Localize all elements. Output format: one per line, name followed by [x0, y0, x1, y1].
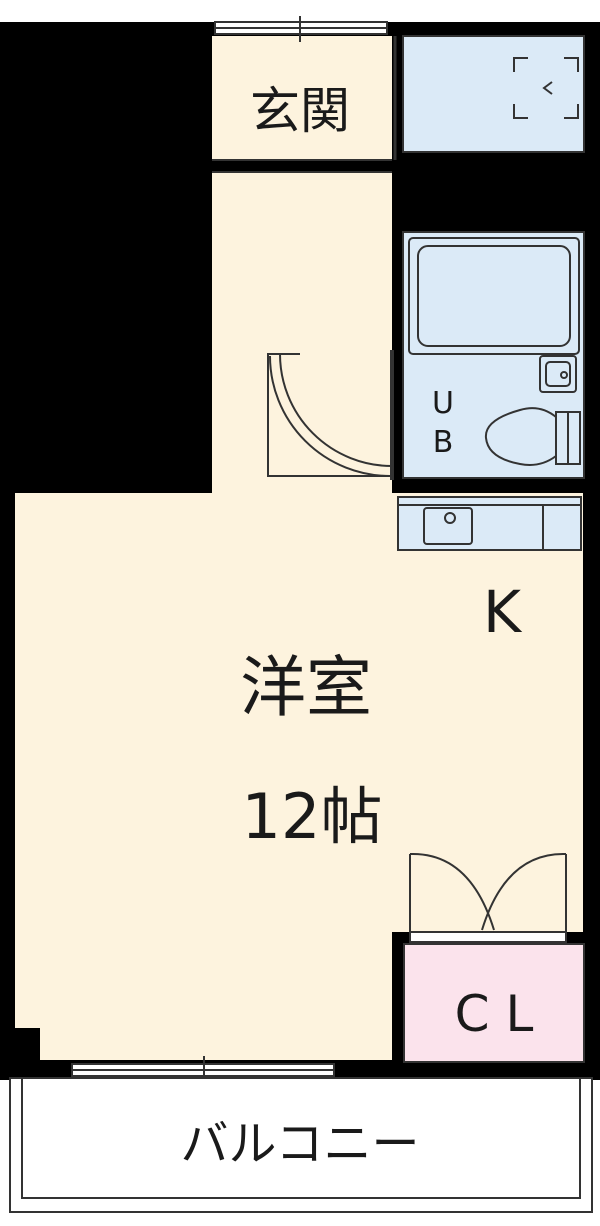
sink-bowl: [423, 507, 473, 545]
shoe-cabinet-corner-bl: [513, 104, 528, 119]
washbasin-bowl: [545, 361, 571, 387]
shoe-cabinet-icon: [402, 35, 585, 153]
shoe-cabinet-corner-br: [564, 104, 579, 119]
toilet-icon: [484, 407, 557, 466]
unit-bath-label-b: B: [433, 425, 454, 460]
western-room-label: 洋室: [240, 649, 372, 726]
unit-bath-label-u: U: [432, 386, 454, 421]
closet-door-right-arc: [481, 852, 567, 931]
bathtub-icon: [408, 237, 580, 355]
closet-doors: [409, 852, 567, 943]
washbasin-drain: [560, 371, 568, 379]
closet-outline: [403, 943, 585, 1063]
unit-bath-outline: [402, 231, 585, 479]
door-swing-icon: [267, 350, 394, 480]
bath-door-swing: [267, 353, 393, 477]
shoe-cabinet-arrow: [542, 81, 553, 95]
western-room-size: 12帖: [242, 780, 383, 853]
washbasin-icon: [539, 355, 577, 393]
shoe-cabinet-corner-tl: [513, 57, 528, 72]
shoe-cabinet-corner-tr: [564, 57, 579, 72]
closet-label: C L: [455, 985, 534, 1043]
entrance-door: [214, 16, 388, 42]
balcony-inner: [21, 1077, 581, 1199]
closet-rail: [409, 931, 567, 943]
shoe-cabinet-outline: [402, 35, 585, 153]
unit-bath-fixtures: [402, 231, 585, 479]
window-icon: [71, 1056, 335, 1084]
closet-floor: [404, 944, 584, 1062]
bath-door-arc: [269, 355, 391, 477]
genkan-edges: [212, 36, 397, 173]
sink-icon: [398, 504, 581, 550]
balcony-label: バルコニー: [180, 1116, 419, 1172]
sink-drain: [444, 512, 456, 524]
kitchen-label: K: [483, 578, 523, 646]
shoe-cabinet: [403, 36, 584, 152]
genkan-floor: [212, 36, 392, 160]
genkan-label: 玄関: [250, 82, 350, 140]
bathtub-inner: [417, 245, 571, 347]
balcony: [9, 1077, 593, 1213]
western-room-floor: [15, 172, 583, 1060]
